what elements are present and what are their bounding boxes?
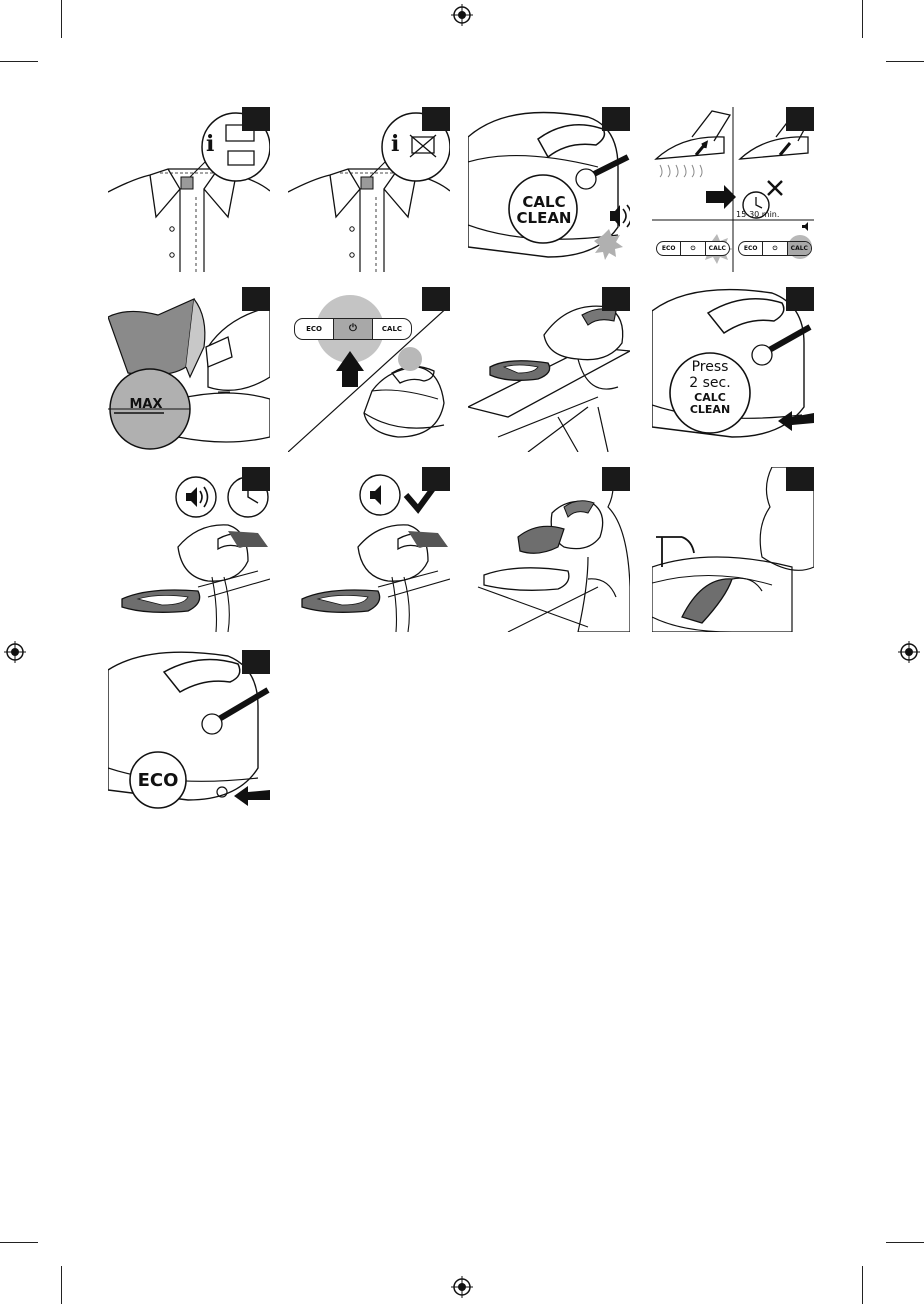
silent-done-illustration bbox=[301, 474, 450, 632]
calc-clean-label: CALC bbox=[522, 193, 566, 211]
step-13-panel: ECO bbox=[108, 650, 270, 815]
crop-mark bbox=[886, 1242, 924, 1243]
step-number-box bbox=[602, 467, 630, 491]
registration-mark-icon bbox=[4, 641, 26, 663]
eco-button[interactable]: ECO bbox=[739, 242, 764, 255]
power-button[interactable]: ⏻ bbox=[681, 242, 706, 255]
step-number-box bbox=[242, 467, 270, 491]
two-sec-label: 2 sec. bbox=[689, 375, 731, 391]
registration-mark-icon bbox=[451, 1276, 473, 1298]
shirt-label-illustration bbox=[108, 112, 270, 272]
max-label: MAX bbox=[129, 397, 163, 412]
time-range-label: 15-30 min. bbox=[736, 210, 780, 219]
crop-mark bbox=[862, 1266, 863, 1304]
beep-wait-illustration bbox=[121, 476, 270, 632]
steam-generator-illustration bbox=[468, 111, 630, 260]
crop-mark bbox=[0, 61, 38, 62]
step-6-panel: ECO ⏻ CALC bbox=[288, 287, 450, 452]
rinse-tray-illustration bbox=[652, 467, 814, 632]
step-11-panel bbox=[468, 467, 630, 632]
step-1-panel: i bbox=[108, 107, 270, 272]
eco-button[interactable]: ECO bbox=[657, 242, 682, 255]
info-icon: i bbox=[391, 131, 400, 157]
step-9-panel bbox=[108, 467, 270, 632]
step-7-panel bbox=[468, 287, 630, 452]
calc-label: CALC bbox=[694, 391, 726, 404]
crop-mark bbox=[61, 0, 62, 38]
press-calc-clean-illustration bbox=[652, 288, 814, 438]
eco-button[interactable]: ECO bbox=[295, 319, 334, 339]
step-8-panel: Press 2 sec. CALC CLEAN bbox=[652, 287, 814, 452]
calc-clean-button[interactable]: CALC bbox=[381, 325, 403, 333]
calc-clean-button[interactable]: CALC bbox=[787, 242, 811, 255]
step-number-box bbox=[602, 287, 630, 311]
clean-label: CLEAN bbox=[689, 403, 731, 416]
shirt-label-illustration bbox=[288, 112, 450, 272]
step-10-panel bbox=[288, 467, 450, 632]
step-2-panel: i bbox=[288, 107, 450, 272]
step-12-panel bbox=[652, 467, 814, 632]
control-panel: ECO ⏻ CALC bbox=[294, 318, 412, 340]
registration-mark-icon bbox=[898, 641, 920, 663]
registration-mark-icon bbox=[451, 4, 473, 26]
ironing-board-illustration bbox=[468, 305, 630, 452]
press-label: Press bbox=[691, 359, 729, 375]
step-number-box bbox=[242, 107, 270, 131]
fill-water-illustration bbox=[108, 298, 270, 450]
info-icon: i bbox=[206, 131, 215, 157]
step-number-box bbox=[786, 467, 814, 491]
step-number-box bbox=[242, 287, 270, 311]
eco-label: ECO bbox=[137, 770, 179, 791]
step-number-box bbox=[422, 107, 450, 131]
crop-mark bbox=[862, 0, 863, 38]
crop-mark bbox=[61, 1266, 62, 1304]
step-number-box bbox=[786, 287, 814, 311]
crop-mark bbox=[886, 61, 924, 62]
power-button[interactable]: ⏻ bbox=[763, 242, 788, 255]
power-button[interactable]: ⏻ bbox=[334, 319, 373, 339]
step-number-box bbox=[242, 650, 270, 674]
step-number-box bbox=[786, 107, 814, 131]
step-5-panel: MAX bbox=[108, 287, 270, 452]
remove-tray-illustration bbox=[477, 467, 630, 632]
step-3-panel: CALC CLEAN bbox=[468, 107, 630, 272]
step-number-box bbox=[422, 287, 450, 311]
control-panel: ECO ⏻ CALC bbox=[656, 241, 730, 256]
control-panel: ECO ⏻ CALC bbox=[738, 241, 812, 256]
step-4-panel: 15-30 min. ECO ⏻ CALC ECO ⏻ CALC bbox=[652, 107, 814, 272]
eco-button-illustration bbox=[108, 651, 270, 809]
power-on-illustration bbox=[288, 295, 450, 452]
crop-mark bbox=[0, 1242, 38, 1243]
calc-clean-button[interactable]: CALC bbox=[708, 244, 726, 252]
calc-clean-label: CLEAN bbox=[516, 209, 572, 227]
step-number-box bbox=[602, 107, 630, 131]
step-number-box bbox=[422, 467, 450, 491]
